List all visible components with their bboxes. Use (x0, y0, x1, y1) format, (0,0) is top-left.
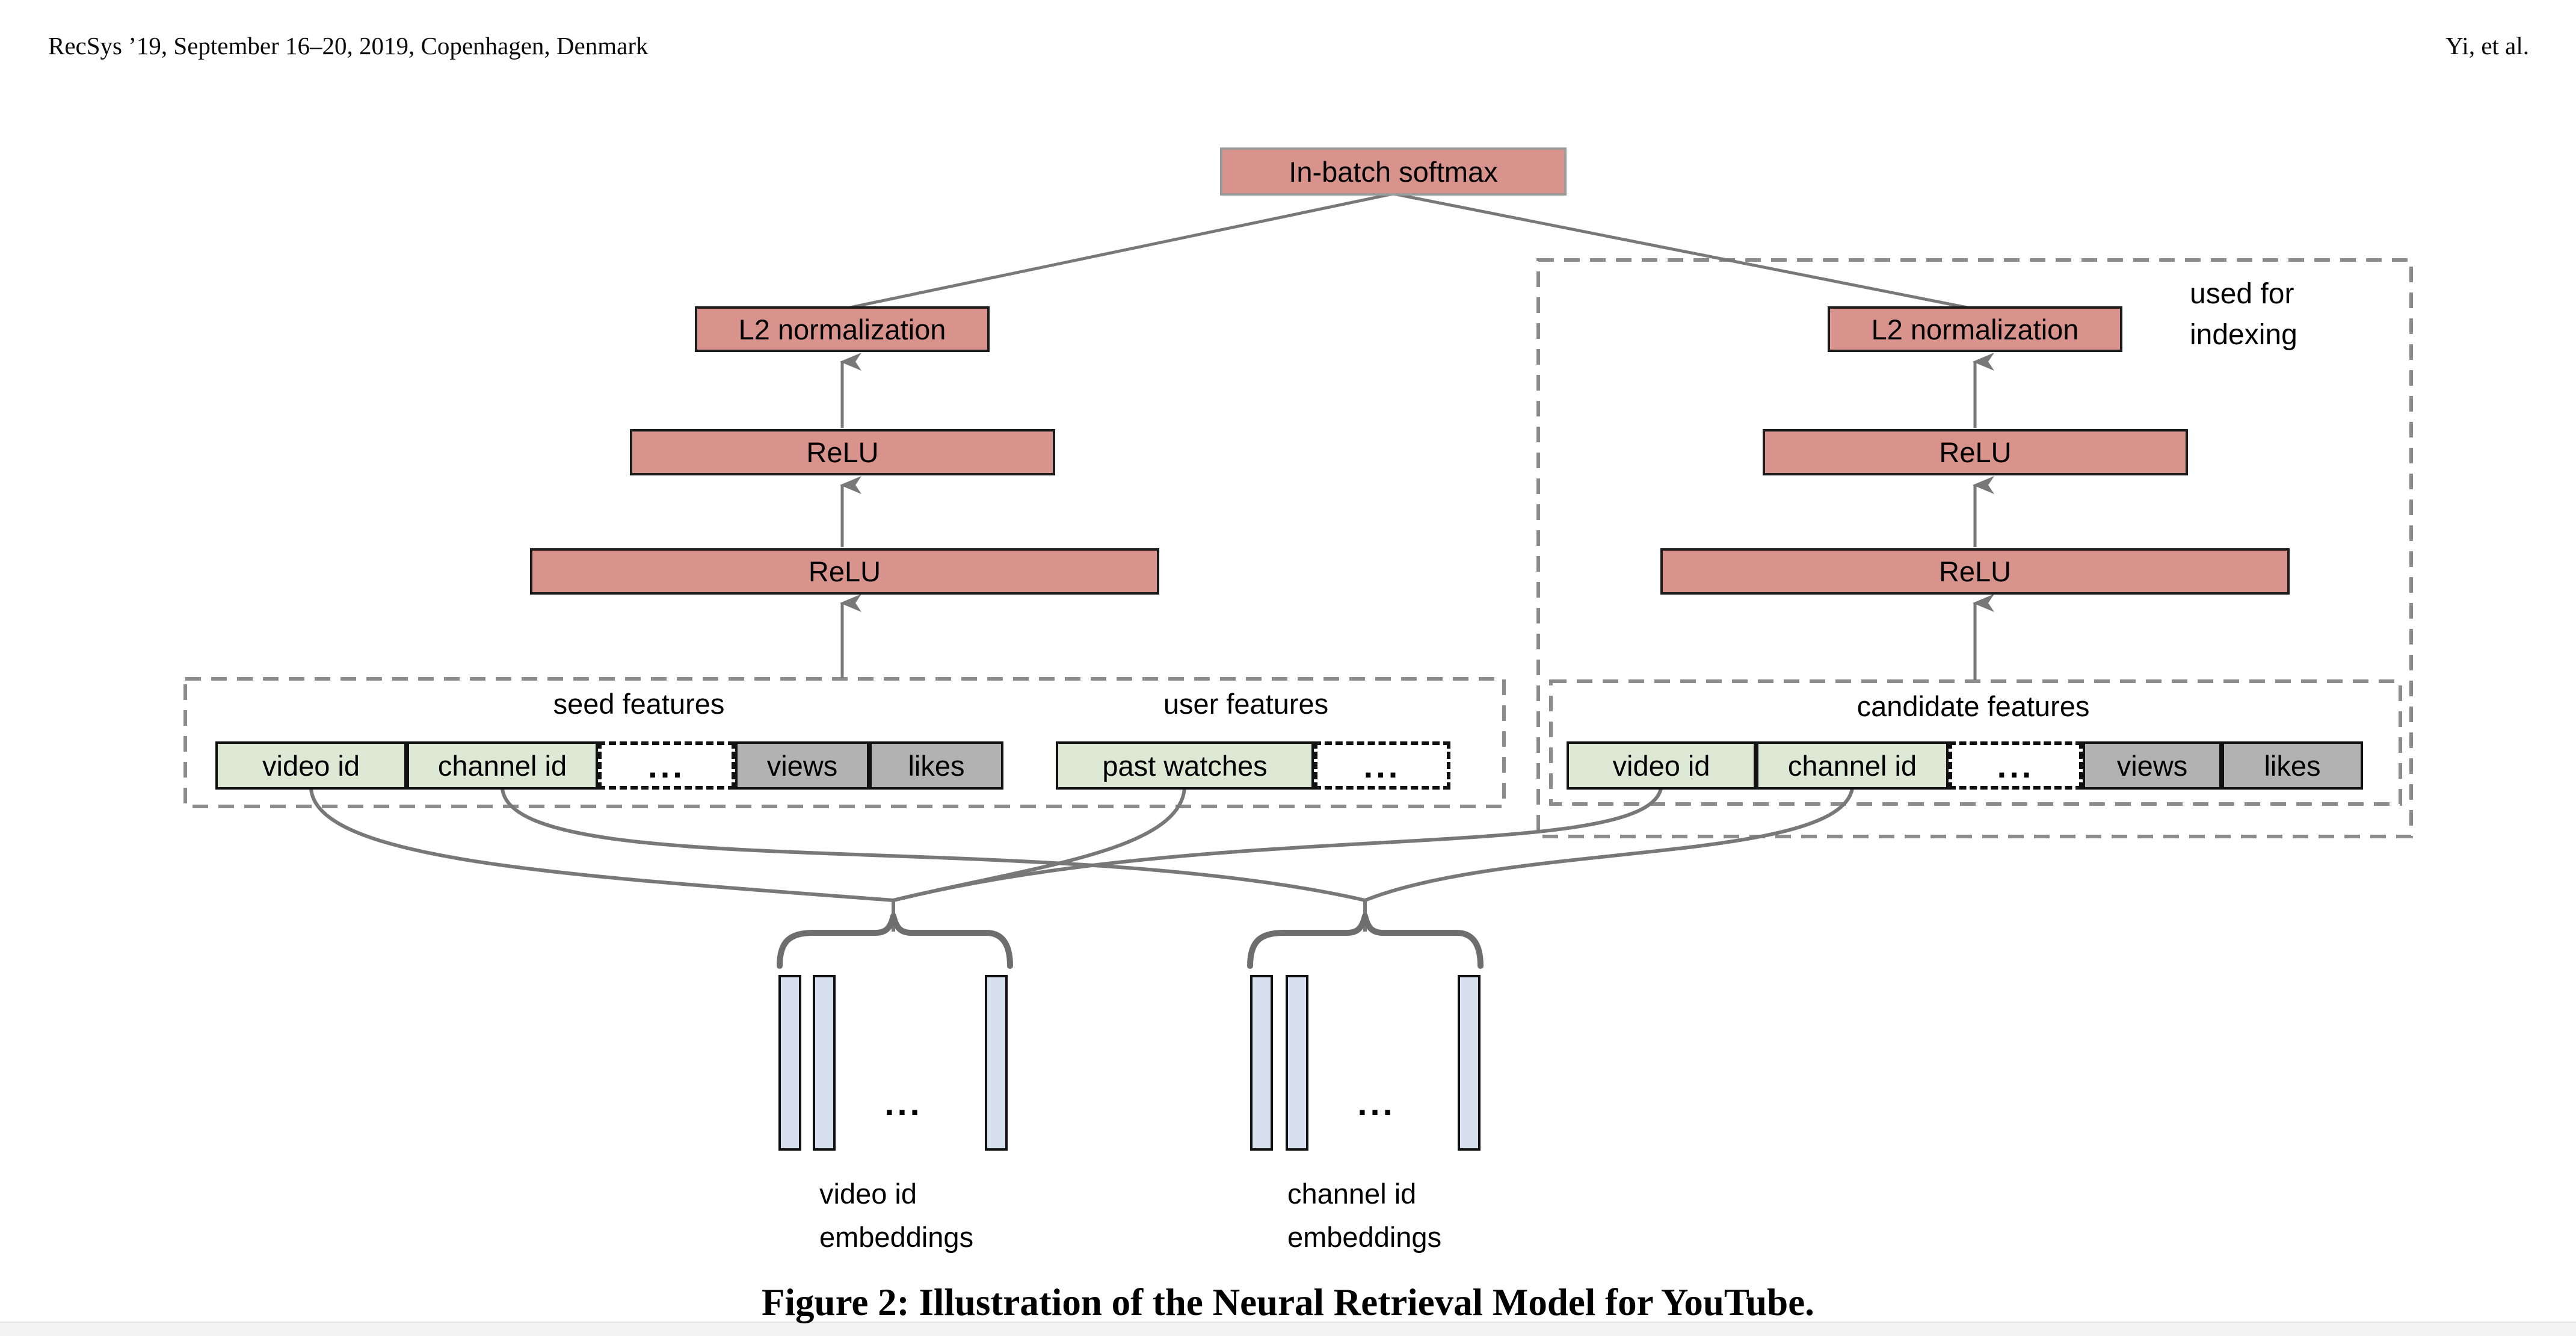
candidate-features-label: candidate features (1857, 690, 2090, 722)
used-for-indexing-line1: used for (2190, 278, 2294, 310)
candidate-video-id-text: video id (1612, 749, 1710, 782)
video-embeddings-label-line1: video id (819, 1178, 917, 1210)
used-for-indexing-note: used for indexing (2190, 274, 2297, 356)
channel-embedding-bar-3 (1458, 975, 1481, 1151)
page-bottom-edge (0, 1322, 2576, 1336)
seed-channel-id-cell: channel id (407, 741, 598, 790)
user-features-label: user features (1163, 688, 1329, 720)
video-embeddings-brace (777, 913, 1013, 969)
video-embedding-bar-3 (985, 975, 1008, 1151)
relu-lower-box-right: ReLU (1660, 548, 2290, 595)
seed-channel-id-text: channel id (437, 749, 567, 782)
softmax-left-edge (846, 192, 1394, 310)
l2-normalization-box-left: L2 normalization (695, 306, 990, 352)
seed-channel-id-connector-curve (501, 788, 1366, 902)
candidate-channel-id-connector-curve (1364, 788, 1854, 902)
channel-embedding-ellipsis: ... (1357, 1084, 1396, 1123)
user-ellipsis-text: ... (1363, 746, 1401, 785)
relu-upper-box-left: ReLU (630, 429, 1055, 475)
relu-lower-label-right: ReLU (1938, 555, 2012, 587)
seed-views-text: views (766, 749, 838, 782)
user-past-watches-text: past watches (1102, 749, 1268, 782)
candidate-ellipsis-cell: ... (1949, 741, 2083, 790)
candidate-likes-cell: likes (2222, 741, 2363, 790)
page-header-conference: RecSys ’19, September 16–20, 2019, Copen… (48, 32, 649, 60)
candidate-video-id-cell: video id (1567, 741, 1756, 790)
seed-video-id-text: video id (262, 749, 360, 782)
l2-normalization-box-right: L2 normalization (1828, 306, 2122, 352)
page-header-authors: Yi, et al. (2445, 32, 2529, 60)
channel-embeddings-label-line2: embeddings (1287, 1221, 1442, 1253)
candidate-channel-id-cell: channel id (1756, 741, 1949, 790)
video-embedding-bar-2 (813, 975, 836, 1151)
seed-views-cell: views (735, 741, 869, 790)
channel-embeddings-brace (1247, 913, 1484, 969)
channel-embedding-bar-1 (1250, 975, 1273, 1151)
channel-embedding-bar-2 (1286, 975, 1308, 1151)
video-embeddings-label-line2: embeddings (819, 1221, 974, 1253)
seed-video-id-cell: video id (215, 741, 407, 790)
video-embedding-ellipsis: ... (884, 1084, 923, 1123)
seed-likes-cell: likes (869, 741, 1003, 790)
seed-user-features-container (183, 677, 1506, 808)
user-ellipsis-cell: ... (1314, 741, 1450, 790)
relu-upper-label-right: ReLU (1939, 436, 2012, 468)
l2-normalization-label-left: L2 normalization (738, 313, 946, 345)
candidate-channel-id-text: channel id (1787, 749, 1917, 782)
relu-lower-box-left: ReLU (530, 548, 1159, 595)
seed-likes-text: likes (908, 749, 965, 782)
candidate-likes-text: likes (2264, 749, 2321, 782)
candidate-ellipsis-text: ... (1997, 746, 2035, 785)
past-watches-connector-curve (893, 788, 1186, 902)
l2-normalization-label-right: L2 normalization (1871, 313, 2079, 345)
relu-upper-box-right: ReLU (1763, 429, 2188, 475)
user-past-watches-cell: past watches (1056, 741, 1314, 790)
video-embeddings-label: video id embeddings (819, 1172, 973, 1259)
relu-upper-label-left: ReLU (806, 436, 879, 468)
used-for-indexing-line2: indexing (2190, 319, 2297, 351)
seed-ellipsis-text: ... (648, 746, 685, 785)
candidate-views-cell: views (2083, 741, 2222, 790)
softmax-right-edge (1393, 192, 1971, 310)
candidate-views-text: views (2116, 749, 2188, 782)
seed-video-id-connector-curve (309, 788, 894, 902)
relu-lower-label-left: ReLU (808, 555, 881, 587)
channel-embeddings-label: channel id embeddings (1287, 1172, 1441, 1259)
candidate-video-id-connector-curve (893, 788, 1663, 902)
in-batch-softmax-box: In-batch softmax (1220, 147, 1567, 196)
seed-features-label: seed features (553, 688, 725, 720)
video-embedding-bar-1 (778, 975, 801, 1151)
channel-embeddings-label-line1: channel id (1287, 1178, 1417, 1210)
figure-caption: Figure 2: Illustration of the Neural Ret… (762, 1281, 1814, 1323)
candidate-features-container (1549, 679, 2402, 806)
in-batch-softmax-label: In-batch softmax (1289, 155, 1498, 188)
seed-ellipsis-cell: ... (598, 741, 735, 790)
